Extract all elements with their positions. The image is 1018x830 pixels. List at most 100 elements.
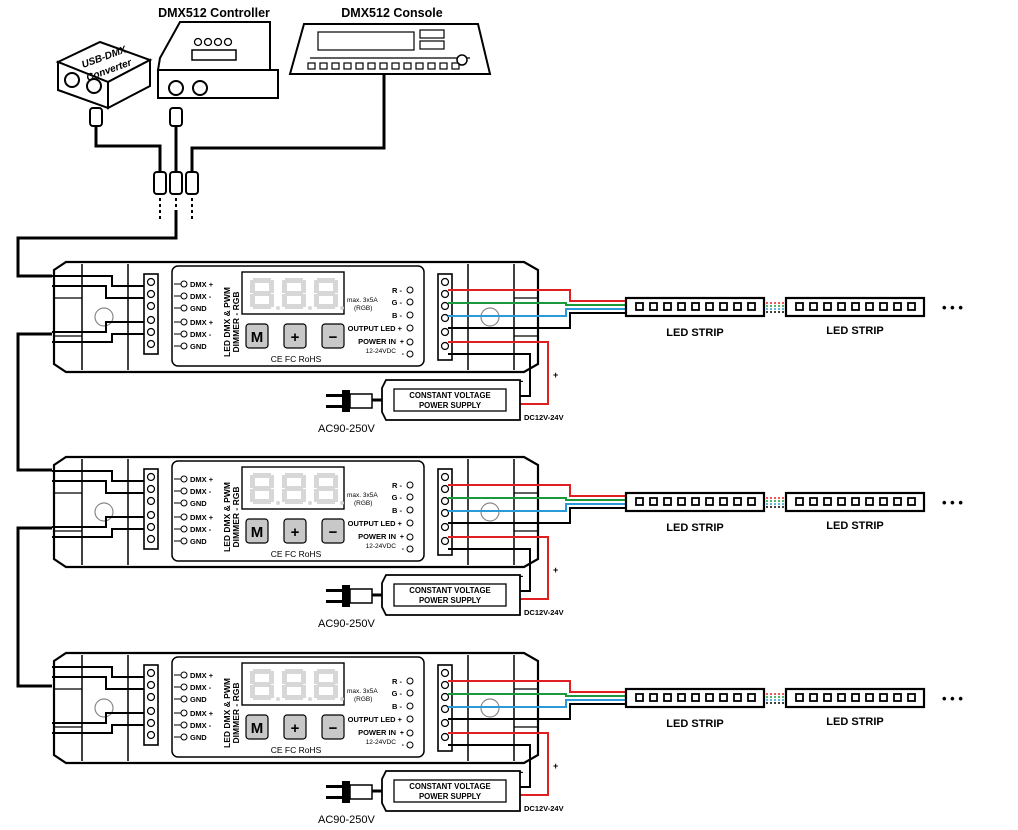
controller-button-icon <box>203 37 213 47</box>
power-voltage-label: 12-24VDC <box>366 348 397 355</box>
led-strip-label: LED STRIP <box>826 325 883 337</box>
dmx-pin-label: GND <box>190 537 207 546</box>
continuation-dots: • • • <box>942 300 963 315</box>
brand-line-1: LED DMX & PWM <box>222 678 232 748</box>
dmx-pin-label: DMX + <box>190 318 214 327</box>
cert-marks: CE FC RoHS <box>271 549 322 559</box>
source-cables <box>16 74 386 278</box>
power-voltage-label: 12-24VDC <box>366 739 397 746</box>
minus-button[interactable]: − <box>329 329 338 346</box>
output-label: OUTPUT LED + <box>348 324 403 333</box>
ac-input-label: AC90-250V <box>318 618 376 630</box>
brand-line-2: DIMMER - RGB <box>231 487 241 548</box>
dmx-pin-label: DMX + <box>190 475 214 484</box>
dc-output-label: DC12V-24V <box>524 804 564 813</box>
console-key-icon <box>379 62 388 70</box>
brand-line-2: DIMMER - RGB <box>231 683 241 744</box>
dmx-pin-label: GND <box>190 342 207 351</box>
strip-joiner <box>766 302 786 313</box>
dmx512-controller: DMX512 Controller <box>156 6 279 99</box>
max-current-label: max. 3x5A <box>347 297 378 304</box>
top-connectors <box>89 107 199 222</box>
dmx-pin-label: DMX - <box>190 487 212 496</box>
psu-minus-sign: - <box>520 376 523 387</box>
seven-segment-display <box>250 473 344 505</box>
power-plus: + <box>400 730 404 737</box>
dmx-input-wires <box>52 470 144 538</box>
console-knob-icon <box>456 54 468 66</box>
led-strip <box>784 687 926 709</box>
mode-button[interactable]: M <box>251 329 264 346</box>
console-title: DMX512 Console <box>341 6 442 20</box>
console-key-icon <box>343 62 352 70</box>
dmx-pin-label: DMX - <box>190 683 212 692</box>
plus-button[interactable]: + <box>291 720 300 737</box>
max-current-label: max. 3x5A <box>347 688 378 695</box>
power-plus: + <box>400 339 404 346</box>
dmx512-console: DMX512 Console <box>288 6 492 75</box>
ac-input-label: AC90-250V <box>318 423 376 435</box>
dmx-pin-label: DMX + <box>190 709 214 718</box>
led-strip-label: LED STRIP <box>666 327 723 339</box>
console-key-icon <box>319 62 328 70</box>
power-in-label: POWER IN <box>358 728 396 737</box>
power-minus: - <box>402 742 405 749</box>
psu-minus-sign: - <box>520 571 523 582</box>
xlr-port-icon <box>192 80 208 96</box>
output-wires <box>448 484 626 524</box>
controller-title: DMX512 Controller <box>158 6 270 20</box>
dc-output-label: DC12V-24V <box>524 413 564 422</box>
plus-button[interactable]: + <box>291 524 300 541</box>
dmx-pin-label: GND <box>190 499 207 508</box>
psu-plus-sign: + <box>553 370 558 380</box>
dmx-input-wires <box>52 275 144 343</box>
dc-output-label: DC12V-24V <box>524 608 564 617</box>
power-voltage-label: 12-24VDC <box>366 543 397 550</box>
power-wire-positive <box>448 536 549 600</box>
plus-button[interactable]: + <box>291 329 300 346</box>
strip-joiner <box>766 693 786 704</box>
power-in-label: POWER IN <box>358 337 396 346</box>
output-label: B - <box>392 311 403 320</box>
max-current-label: max. 3x5A <box>347 492 378 499</box>
controller-button-icon <box>223 37 233 47</box>
led-strip <box>624 296 766 318</box>
mode-button[interactable]: M <box>251 720 264 737</box>
psu-label-2: POWER SUPPLY <box>419 596 482 605</box>
ac-plug-icon <box>326 390 382 412</box>
psu-label-1: CONSTANT VOLTAGE <box>409 391 490 400</box>
xlr-port-icon <box>64 72 80 88</box>
psu-label-2: POWER SUPPLY <box>419 792 482 801</box>
minus-button[interactable]: − <box>329 524 338 541</box>
console-key-icon <box>403 62 412 70</box>
xlr-port-icon <box>86 78 102 94</box>
max-current-sub: (RGB) <box>354 500 372 507</box>
max-current-sub: (RGB) <box>354 305 372 312</box>
dmx-pin-label: DMX - <box>190 292 212 301</box>
console-key-icon <box>307 62 316 70</box>
psu-plus-sign: + <box>553 565 558 575</box>
output-label: B - <box>392 702 403 711</box>
dmx-pin-label: GND <box>190 695 207 704</box>
output-wires <box>448 289 626 329</box>
continuation-dots: • • • <box>942 495 963 510</box>
dmx-pin-label: DMX + <box>190 513 214 522</box>
output-label: G - <box>392 298 403 307</box>
xlr-port-icon <box>168 80 184 96</box>
cert-marks: CE FC RoHS <box>271 745 322 755</box>
power-wire-positive <box>448 341 549 405</box>
dmx-pin-label: DMX + <box>190 280 214 289</box>
dmx-pin-label: DMX + <box>190 671 214 680</box>
led-strip <box>624 491 766 513</box>
console-key-icon <box>391 62 400 70</box>
output-label: R - <box>392 677 403 686</box>
power-wire-negative <box>448 744 531 788</box>
led-strip <box>784 296 926 318</box>
mode-button[interactable]: M <box>251 524 264 541</box>
minus-button[interactable]: − <box>329 720 338 737</box>
console-key-icon <box>415 62 424 70</box>
power-wire-positive <box>448 732 549 796</box>
